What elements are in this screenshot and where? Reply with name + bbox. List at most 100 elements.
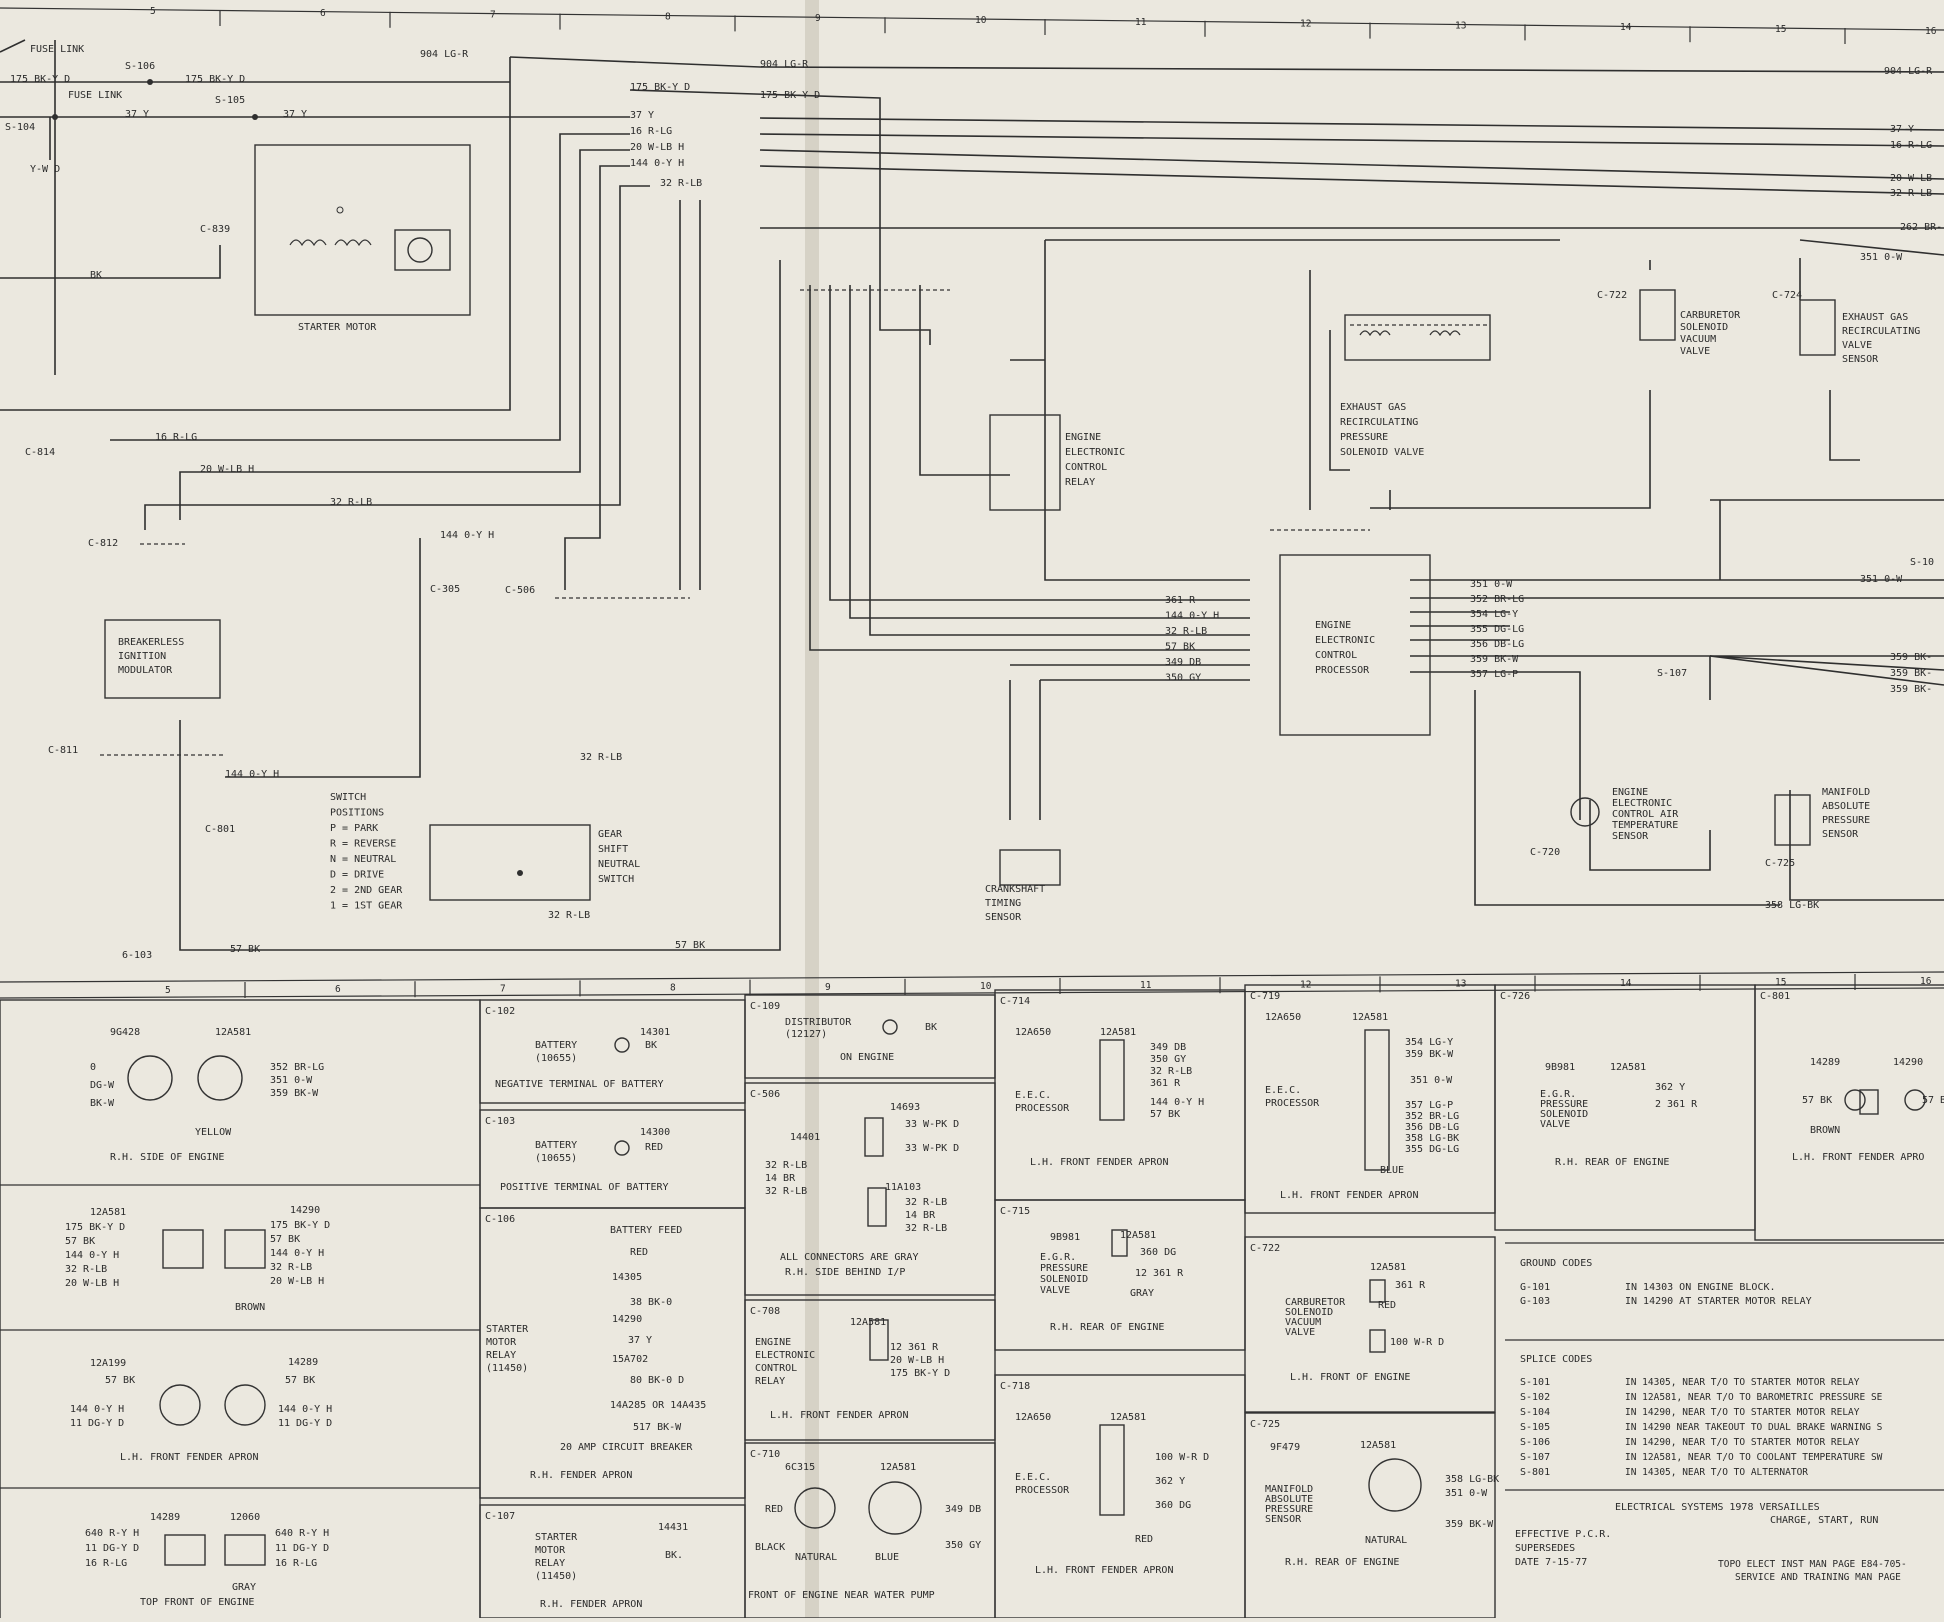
effective-date: SUPERSEDES xyxy=(1515,1543,1575,1554)
panel-pin: 16 R-LG xyxy=(275,1558,317,1569)
panel-pin: 57 BK xyxy=(270,1234,300,1245)
panel-name: RELAY xyxy=(535,1558,565,1569)
map-sensor-label: PRESSURE xyxy=(1822,815,1870,826)
panel-pin: 14 BR xyxy=(905,1210,936,1221)
panel-pin: 12 361 R xyxy=(1135,1268,1184,1279)
panel-name: ELECTRONIC xyxy=(755,1350,815,1361)
panel-pin: 359 BK-W xyxy=(1405,1049,1454,1060)
right-wire-label: 904 LG-R xyxy=(1884,66,1933,77)
panel-code: 12A581 xyxy=(1360,1440,1396,1451)
panel-pin: 11 DG-Y D xyxy=(85,1543,139,1554)
right-wire-label: 37 Y xyxy=(1890,124,1914,135)
ruler-column-number: 6 xyxy=(320,8,326,19)
panel-pin: 14 BR xyxy=(765,1173,796,1184)
air-temp-label: CONTROL AIR xyxy=(1612,809,1679,820)
panel-pin: 358 LG-BK xyxy=(1445,1474,1499,1485)
splice-code-desc: IN 14305, NEAR T/O TO ALTERNATOR xyxy=(1625,1467,1808,1478)
c106-item: 517 BK-W xyxy=(633,1422,682,1433)
neutral-switch-label: NEUTRAL xyxy=(598,859,640,870)
splice-code-desc: IN 12A581, NEAR T/O TO BAROMETRIC PRESSU… xyxy=(1625,1392,1883,1403)
connector-dash-lines xyxy=(100,289,1490,756)
air-temp-label: TEMPERATURE xyxy=(1612,820,1678,831)
splice-code: S-106 xyxy=(1520,1437,1550,1448)
c718-id: C-718 xyxy=(1000,1381,1030,1392)
c715-id: C-715 xyxy=(1000,1206,1030,1217)
c109-id: C-109 xyxy=(750,1001,780,1012)
c106-item: RED xyxy=(630,1247,648,1258)
ground-code: G-103 xyxy=(1520,1296,1550,1307)
panel-name: RELAY xyxy=(755,1376,785,1387)
ruler-column-number: 11 xyxy=(1140,980,1152,991)
wire-label: 32 R-LB xyxy=(548,910,590,921)
panel-caption: R.H. SIDE BEHIND I/P xyxy=(785,1267,905,1278)
map-sensor-label: MANIFOLD xyxy=(1822,787,1870,798)
wire-label: C-801 xyxy=(205,824,235,835)
connector-glyphs xyxy=(127,1019,1926,1566)
eec-relay xyxy=(989,414,1061,511)
panel-code: 14289 xyxy=(1810,1057,1840,1068)
ignition-module-label: BREAKERLESS xyxy=(118,637,184,648)
bus-wire-label: 175 BK-Y D xyxy=(630,82,690,93)
panel-code: 6C315 xyxy=(785,1462,815,1473)
panel-color: GRAY xyxy=(232,1582,256,1593)
right-wire-label: 351 0-W xyxy=(1860,574,1903,585)
neutral-switch-label: GEAR xyxy=(598,829,623,840)
panel-color: RED xyxy=(1378,1300,1396,1311)
right-wire-label: 359 BK- xyxy=(1890,668,1932,679)
panel-pin: 175 BK-Y D xyxy=(890,1368,950,1379)
c725-id: C-725 xyxy=(1250,1419,1280,1430)
switch-positions-legend: SWITCH xyxy=(330,792,366,803)
panel-pin: 358 LG-BK xyxy=(1405,1133,1459,1144)
panel-name: (10655) xyxy=(535,1153,577,1164)
panel-pin: 20 W-LB H xyxy=(65,1278,119,1289)
panel-pin: 16 R-LG xyxy=(85,1558,127,1569)
panel-caption: POSITIVE TERMINAL OF BATTERY xyxy=(500,1182,669,1193)
switch-positions-legend: 1 = 1ST GEAR xyxy=(330,901,403,912)
panel-color: GRAY xyxy=(1130,1288,1154,1299)
panel-caption: R.H. REAR OF ENGINE xyxy=(1285,1557,1399,1568)
panel-pin: 144 0-Y H xyxy=(70,1404,124,1415)
panel-color: NATURAL xyxy=(1365,1535,1407,1546)
wire-label: S-104 xyxy=(5,122,35,133)
panel-name: ENGINE xyxy=(755,1337,791,1348)
panel-wire: BK xyxy=(925,1022,937,1033)
right-wire-label: C-722 xyxy=(1597,290,1627,301)
panel-name: E.E.C. xyxy=(1015,1472,1051,1483)
ground-code-desc: IN 14290 AT STARTER MOTOR RELAY xyxy=(1625,1296,1812,1307)
panel-pin: 359 BK-W xyxy=(1445,1519,1494,1530)
ruler-column-number: 9 xyxy=(825,982,831,993)
right-wire-label: 359 BK- xyxy=(1890,684,1932,695)
panel-code: 9B981 xyxy=(1050,1232,1080,1243)
ruler-column-number: 14 xyxy=(1620,22,1632,33)
map-sensor-label: ABSOLUTE xyxy=(1822,801,1870,812)
ruler-column-number: 7 xyxy=(490,10,496,21)
panel-pin: 32 R-LB xyxy=(1150,1066,1192,1077)
panel-code: 12A650 xyxy=(1015,1027,1051,1038)
processor-pin-right: 355 DG-LG xyxy=(1470,624,1524,635)
c722-id: C-722 xyxy=(1250,1243,1280,1254)
panel-name: VALVE xyxy=(1285,1327,1315,1338)
panel-wire: BK. xyxy=(665,1550,683,1561)
air-temp-label: ENGINE xyxy=(1612,787,1648,798)
c106-item: 80 BK-0 D xyxy=(630,1375,684,1386)
panel-name: VALVE xyxy=(1040,1285,1070,1296)
panel-caption: FRONT OF ENGINE NEAR WATER PUMP xyxy=(748,1590,935,1601)
ruler-column-number: 15 xyxy=(1775,977,1786,988)
splice-code: S-105 xyxy=(1520,1422,1550,1433)
panel-name: PROCESSOR xyxy=(1015,1485,1070,1496)
panel-code: 14289 xyxy=(150,1512,180,1523)
bus-wire-label: 20 W-LB H xyxy=(630,142,684,153)
panel-pin: 100 W-R D xyxy=(1390,1337,1444,1348)
air-temp-label: SENSOR xyxy=(1612,831,1649,842)
right-wire-label: 351 0-W xyxy=(1860,252,1903,263)
panel-pin: 352 BR-LG xyxy=(270,1062,324,1073)
ruler-column-number: 16 xyxy=(1920,976,1932,987)
eec-relay-label: CONTROL xyxy=(1065,462,1107,473)
splice-codes-title: SPLICE CODES xyxy=(1520,1354,1592,1365)
panel-pin: 362 Y xyxy=(1155,1476,1185,1487)
eec-processor-label: PROCESSOR xyxy=(1315,665,1370,676)
wire-label: BK xyxy=(90,270,102,281)
panel-name: (12127) xyxy=(785,1029,827,1040)
processor-pin-right: 352 BR-LG xyxy=(1470,594,1524,605)
